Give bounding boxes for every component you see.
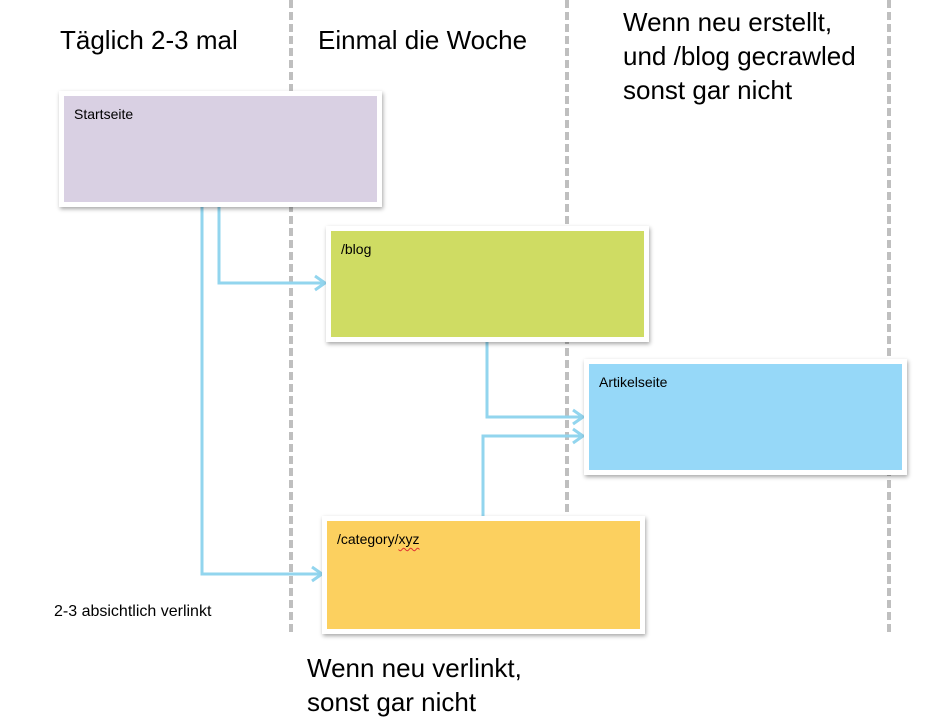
divider-line-1	[289, 0, 293, 632]
box-artikelseite-label: Artikelseite	[599, 374, 668, 390]
box-category-suffix: xyz	[398, 531, 420, 547]
arrowhead-artikelseite-upper	[572, 408, 586, 426]
column-heading-weekly: Einmal die Woche	[318, 25, 528, 55]
box-category-label: /category/xyz	[337, 531, 630, 547]
arrow-startseite-to-category	[200, 205, 320, 576]
column-heading-on-creation: Wenn neu erstellt, und /blog gecrawled s…	[623, 7, 856, 105]
box-blog: /blog	[326, 226, 649, 342]
box-category-prefix: /category/	[337, 531, 399, 547]
box-category: /category/xyz	[322, 516, 645, 634]
divider-line-3	[887, 0, 891, 632]
arrowhead-artikelseite-lower	[572, 427, 586, 445]
arrow-category-to-artikelseite	[481, 434, 581, 518]
box-startseite: Startseite	[59, 91, 382, 207]
box-artikelseite: Artikelseite	[584, 359, 907, 475]
arrow-startseite-to-blog	[217, 205, 323, 285]
annotation-bottom: Wenn neu verlinkt, sonst gar nicht	[307, 653, 522, 717]
box-startseite-label: Startseite	[74, 106, 134, 122]
arrowhead-blog	[314, 274, 328, 292]
box-blog-label: /blog	[341, 241, 372, 257]
arrow-blog-to-artikelseite	[485, 340, 581, 419]
column-heading-daily: Täglich 2-3 mal	[60, 25, 238, 55]
annotation-links: 2-3 absichtlich verlinkt	[54, 603, 212, 620]
